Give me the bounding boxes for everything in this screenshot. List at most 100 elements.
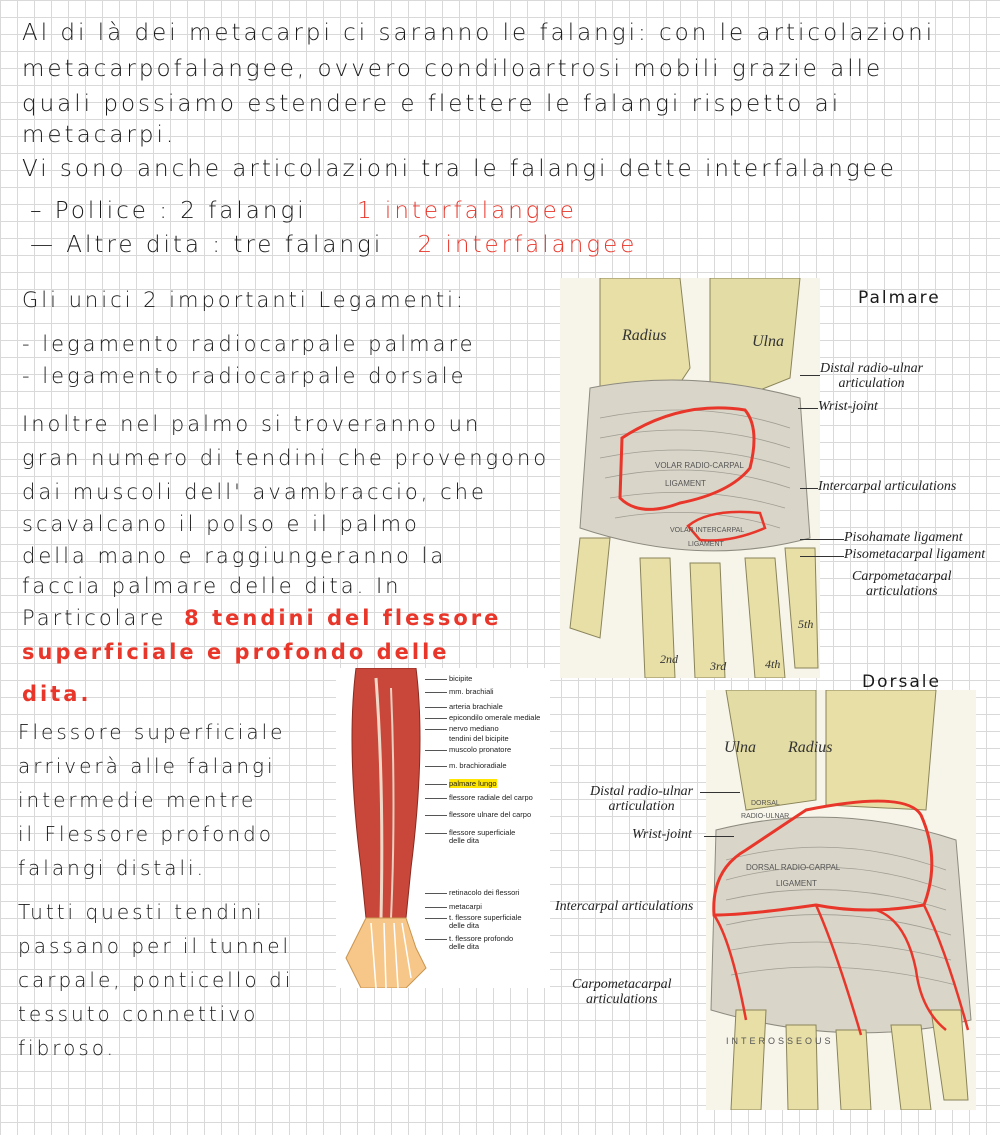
arm-label: arteria brachiale [449, 702, 503, 711]
arm-label: m. brachioradiale [449, 761, 507, 770]
digit-label: 2nd [660, 652, 679, 666]
arm-label: mm. brachiali [449, 687, 494, 696]
ulna-label: Ulna [724, 739, 756, 756]
leader-line [704, 836, 734, 837]
label-wrist-joint: Wrist-joint [632, 827, 692, 842]
note-line: metacarpi. [22, 122, 177, 148]
ulna-label: Ulna [752, 333, 784, 350]
leader-line [425, 692, 447, 693]
para-line: dai muscoli dell' avambraccio, che [22, 480, 487, 504]
inner-label: LIGAMENT [688, 541, 725, 548]
digit-label: 4th [765, 657, 780, 671]
inner-label: RADIO-ULNAR [741, 813, 789, 820]
label-intercarpal: Intercarpal articulations [818, 479, 957, 494]
leader-line [700, 792, 740, 793]
list-item: – Pollice : 2 falangi 1 interfalangee [30, 198, 577, 224]
para-line: gran numero di tendini che provengono [22, 446, 550, 470]
leader-line [425, 815, 447, 816]
label-distal-radio-ulnar: Distal radio-ulnar articulation [590, 784, 694, 814]
col-line: intermedie mentre [18, 788, 257, 812]
inner-label: DORSAL [751, 800, 780, 807]
col-line: Flessore superficiale [18, 720, 286, 744]
para-line: Particolare 8 tendini del flessore [22, 606, 502, 630]
leader-line [425, 679, 447, 680]
leader-line [425, 766, 447, 767]
para-line: della mano e raggiungeranno la [22, 544, 447, 568]
arm-label: epicondilo omerale mediale [449, 713, 541, 722]
figure-title: Dorsale [862, 672, 941, 692]
digit-label: 3rd [709, 659, 727, 673]
leader-line [800, 488, 818, 489]
arm-label-highlight: palmare lungo [449, 779, 497, 788]
leader-line [798, 408, 818, 409]
label-pisometacarpal: Pisometacarpal ligament [844, 547, 986, 562]
para-line-red: dita. [22, 682, 92, 706]
col-line: Tutti questi tendini [18, 900, 265, 924]
para-line: faccia palmare delle dita. In [22, 574, 402, 598]
inner-label: LIGAMENT [665, 479, 706, 488]
arm-label: retinacolo dei flessori [449, 888, 520, 897]
leader-line [800, 539, 844, 540]
label-carpometacarpal: Carpometacarpal articulations [572, 977, 672, 1007]
inner-label: VOLAR RADIO-CARPAL [655, 461, 744, 470]
leader-line [425, 833, 447, 834]
arm-label: flessore radiale del carpo [449, 793, 533, 802]
leader-line [425, 893, 447, 894]
ligament-item: - legamento radiocarpale palmare [22, 332, 476, 356]
para-line: scavalcano il polso e il palmo [22, 512, 420, 536]
forearm-drawing [345, 668, 427, 988]
figure-title: Palmare [858, 288, 941, 308]
col-line: fibroso. [18, 1036, 116, 1060]
digit-label: 5th [798, 617, 813, 631]
note-line: metacarpofalangee, ovvero condiloartrosi… [22, 56, 884, 82]
list-item: — Altre dita : tre falangi 2 interfalang… [30, 232, 638, 258]
palmar-illustration: Radius Ulna VOLAR RADIO-CARPAL LIGAMENT … [560, 278, 820, 678]
col-line: tessuto connettivo [18, 1002, 259, 1026]
leader-line [800, 556, 844, 557]
arm-label: nervo mediano [449, 724, 499, 733]
inner-label: VOLAR INTERCARPAL [670, 527, 744, 534]
label-pisohamate: Pisohamate ligament [844, 530, 963, 545]
col-line: falangi distali. [18, 856, 206, 880]
dorsal-drawing: Ulna Radius DORSAL RADIO-ULNAR DORSAL RA… [710, 690, 972, 1110]
label-distal-radio-ulnar: Distal radio-ulnar articulation [820, 361, 924, 391]
label-intercarpal: Intercarpal articulations [555, 899, 694, 914]
palmar-drawing: Radius Ulna VOLAR RADIO-CARPAL LIGAMENT … [569, 278, 819, 678]
arm-label: flessore ulnare del carpo [449, 810, 532, 819]
arm-label: metacarpi [449, 902, 482, 911]
leader-line [425, 784, 447, 785]
inner-label: INTEROSSEOUS [726, 1036, 834, 1046]
radius-label: Radius [621, 327, 666, 344]
inner-label: LIGAMENT [776, 879, 817, 888]
leader-line [425, 707, 447, 708]
col-line: carpale, ponticello di [18, 968, 294, 992]
arm-label: muscolo pronatore [449, 745, 512, 754]
label-carpometacarpal: Carpometacarpal articulations [852, 569, 952, 599]
radius-label: Radius [787, 739, 832, 756]
leader-line [425, 918, 447, 919]
leader-line [425, 750, 447, 751]
leader-line [425, 907, 447, 908]
arm-label: bicipite [449, 674, 473, 683]
note-line: Al di là dei metacarpi ci saranno le fal… [22, 20, 936, 46]
col-line: passano per il tunnel [18, 934, 292, 958]
leader-line [425, 798, 447, 799]
arm-label: t. flessore superficiale delle dita [449, 913, 522, 930]
leader-line [425, 939, 447, 940]
col-line: il Flessore profondo [18, 822, 274, 846]
ligament-item: - legamento radiocarpale dorsale [22, 364, 467, 388]
col-line: arriverà alle falangi [18, 754, 276, 778]
arm-label: flessore superficiale delle dita [449, 828, 516, 845]
note-line: quali possiamo estendere e flettere le f… [22, 91, 842, 117]
arm-label: t. flessore profondo delle dita [449, 934, 514, 951]
label-wrist-joint: Wrist-joint [818, 399, 878, 414]
leader-line [425, 729, 447, 730]
forearm-illustration [336, 668, 550, 988]
arm-label: tendini del bicipite [449, 734, 509, 743]
dorsal-illustration: Ulna Radius DORSAL RADIO-ULNAR DORSAL RA… [706, 690, 976, 1110]
ligaments-title: Gli unici 2 importanti Legamenti: [22, 288, 466, 312]
para-line-red: superficiale e profondo delle [22, 640, 450, 664]
inner-label: DORSAL RADIO-CARPAL [746, 863, 841, 872]
leader-line [800, 375, 820, 376]
leader-line [425, 718, 447, 719]
